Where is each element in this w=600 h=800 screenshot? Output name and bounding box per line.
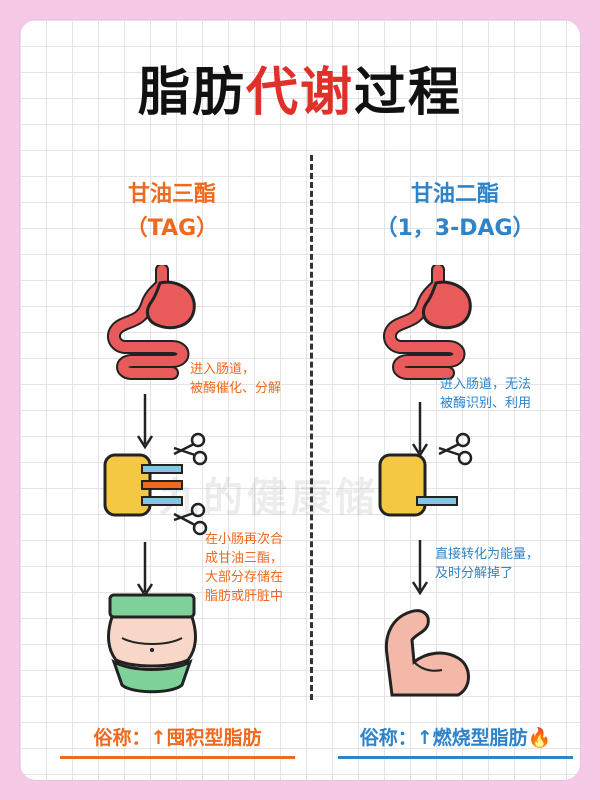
column-divider bbox=[310, 155, 313, 700]
title-highlight: 代谢 bbox=[245, 63, 354, 123]
fat-cell-icon bbox=[103, 453, 183, 517]
belly-icon bbox=[107, 593, 197, 694]
stomach-icon bbox=[107, 265, 196, 380]
tag-name: 甘油三酯 bbox=[127, 182, 216, 207]
dag-abbr: （1，3-DAG） bbox=[375, 216, 535, 241]
dag-note-energy: 直接转化为能量， 及时分解掉了 bbox=[435, 547, 540, 581]
fat-cell-icon bbox=[378, 453, 458, 517]
left-column-heading: 甘油三酯 （TAG） bbox=[42, 178, 302, 246]
infographic-card: 脂肪代谢过程 小九的健康储备 甘油三酯 （TAG） 进入肠道， 被酶催化、分解 bbox=[20, 20, 580, 780]
title-part1: 脂肪 bbox=[137, 63, 246, 123]
scissors-icon bbox=[173, 432, 208, 466]
tag-note-digestion: 进入肠道， 被酶催化、分解 bbox=[190, 362, 282, 396]
stomach-icon bbox=[383, 265, 472, 380]
tag-nickname: 俗称：↑囤积型脂肪 bbox=[60, 723, 295, 759]
tag-note-storage: 在小肠再次合 成甘油三酯， 大部分存储在 脂肪或肝脏中 bbox=[205, 532, 284, 604]
down-arrow-icon bbox=[136, 394, 154, 450]
scissors-icon bbox=[173, 502, 208, 536]
tag-abbr: （TAG） bbox=[125, 216, 219, 241]
down-arrow-icon bbox=[411, 540, 429, 596]
dag-name: 甘油二酯 bbox=[410, 182, 499, 207]
dag-note-digestion: 进入肠道，无法 被酶识别、利用 bbox=[440, 377, 532, 411]
title-part2: 过程 bbox=[354, 63, 463, 123]
scissors-icon bbox=[438, 432, 473, 466]
flexed-arm-icon bbox=[384, 609, 470, 697]
right-column-heading: 甘油二酯 （1，3-DAG） bbox=[325, 178, 580, 246]
page-title: 脂肪代谢过程 bbox=[20, 50, 580, 125]
dag-nickname: 俗称：↑燃烧型脂肪🔥 bbox=[338, 723, 573, 759]
